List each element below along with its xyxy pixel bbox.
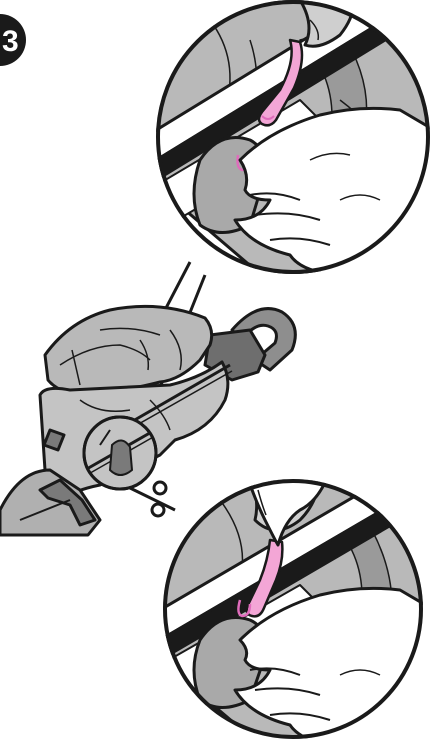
magnifier-circle-bottom bbox=[160, 450, 434, 745]
step-badge-icon: 3 bbox=[0, 14, 26, 66]
step-number: 3 bbox=[2, 25, 19, 58]
magnifier-circle-top bbox=[140, 0, 434, 274]
detail-callout-circle bbox=[84, 417, 156, 489]
